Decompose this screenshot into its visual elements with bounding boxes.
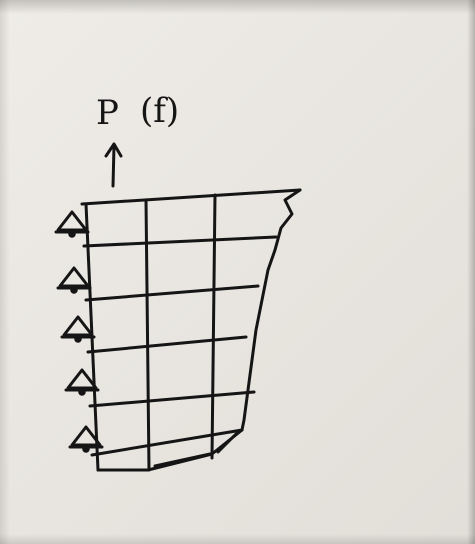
- pinned-support-icon: [68, 425, 104, 453]
- grid-vertical-lines: [144, 193, 217, 472]
- load-arrow-icon: [104, 142, 123, 188]
- pinned-support-icon: [60, 315, 96, 343]
- load-symbol-label: P: [96, 93, 119, 133]
- plate-outline: [80, 188, 302, 472]
- pinned-support-icon: [64, 368, 100, 396]
- pinned-support-icon: [54, 210, 90, 238]
- pinned-support-icon: [56, 266, 92, 294]
- bottom-right-ink-mark: [153, 430, 240, 468]
- load-argument-label: (f): [140, 91, 179, 131]
- grid-horizontal-lines: [82, 235, 278, 457]
